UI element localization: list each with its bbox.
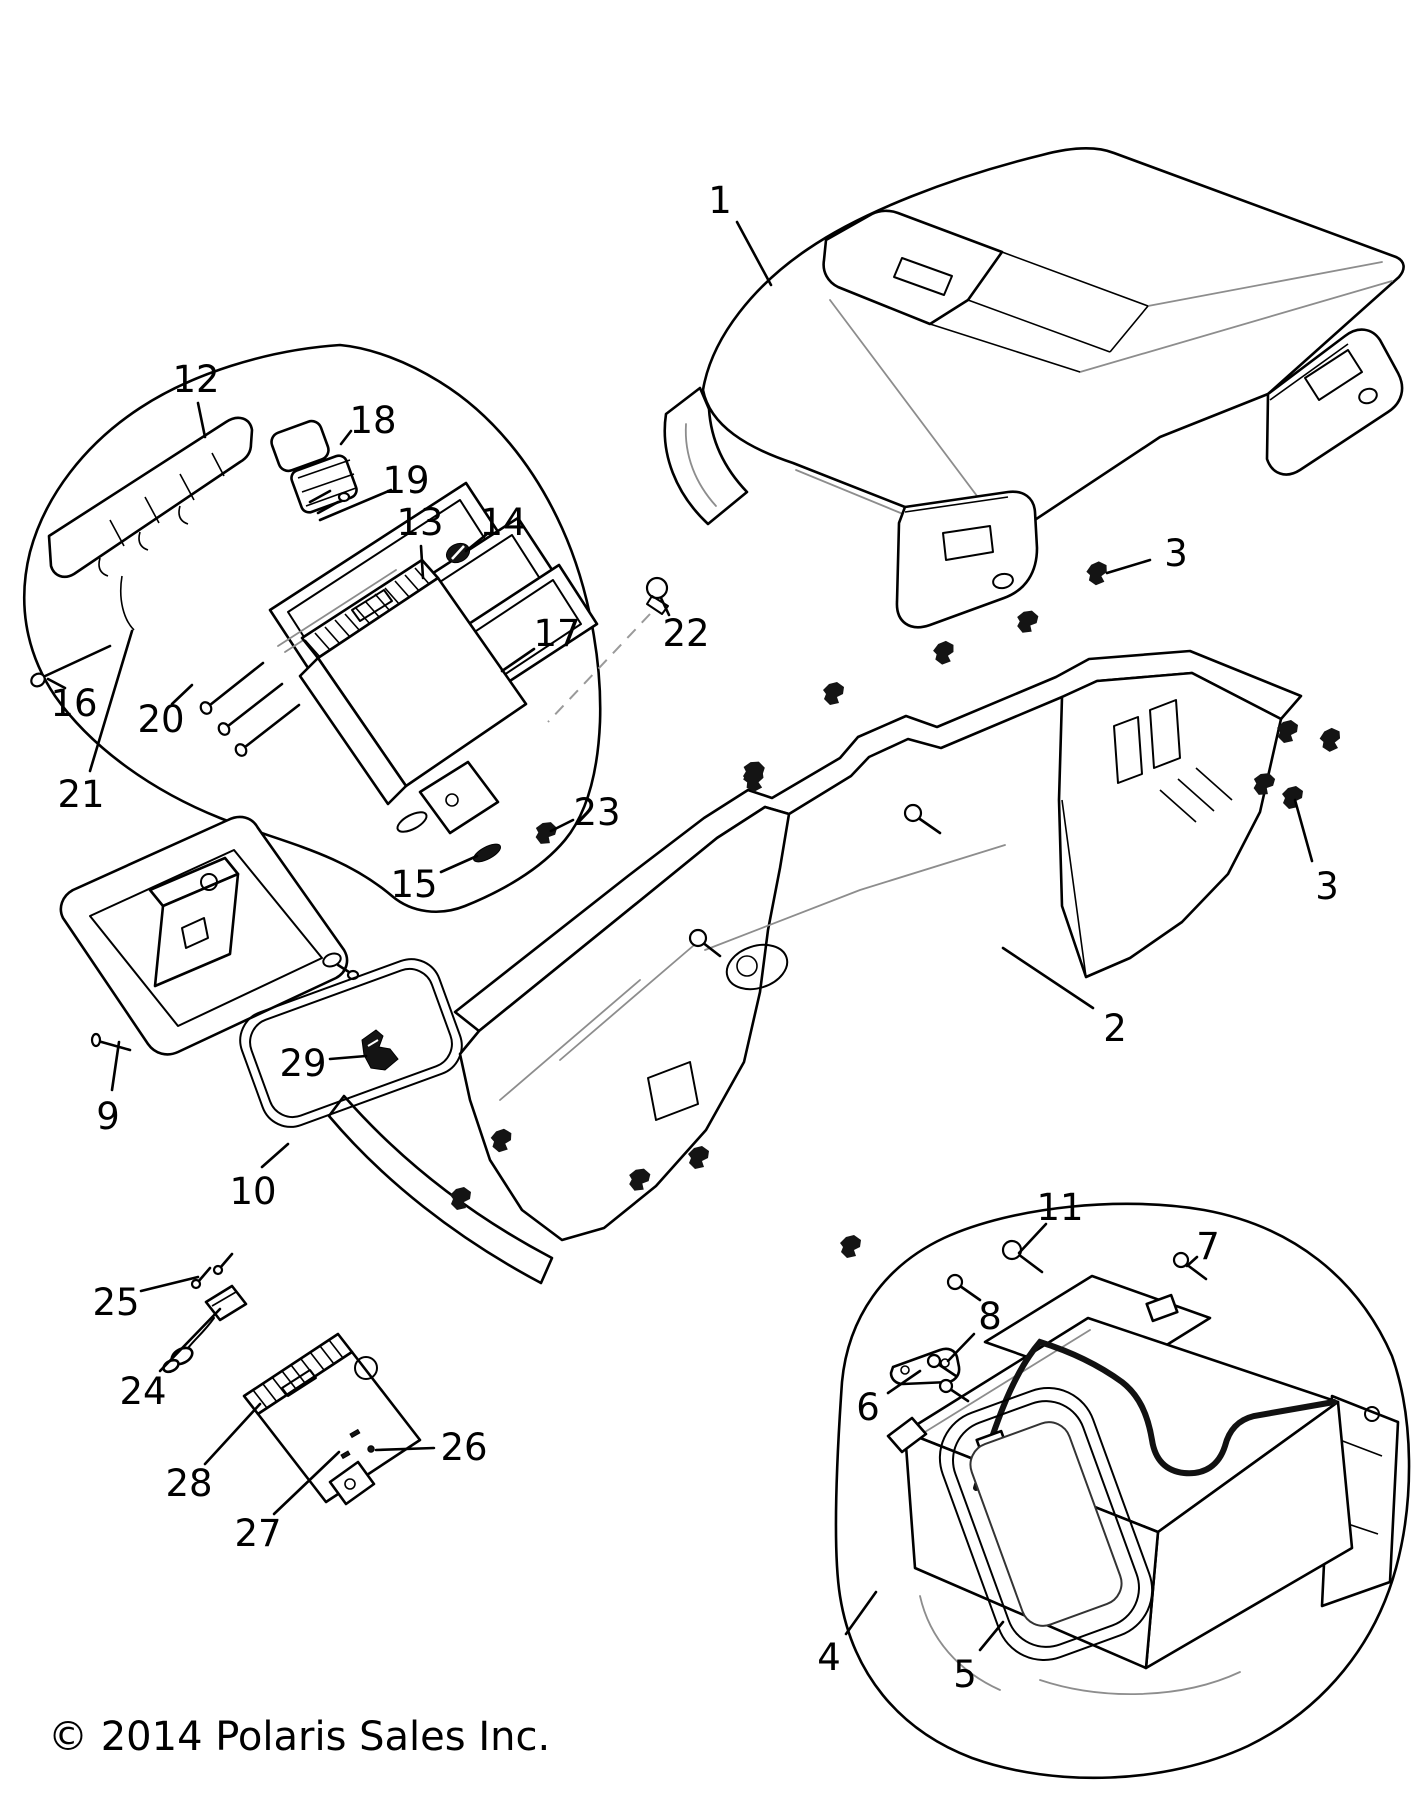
leader-lines	[46, 220, 1314, 1652]
hood-tab-left	[895, 490, 1039, 629]
bolt	[903, 803, 942, 835]
callout-1: 1	[708, 179, 732, 222]
hood-tab-right	[1265, 328, 1404, 476]
bracket-6	[889, 1347, 961, 1386]
screw-16	[30, 644, 112, 688]
callout-12: 12	[172, 358, 219, 401]
callout-26: 26	[440, 1426, 487, 1469]
callout-2: 2	[1103, 1007, 1127, 1050]
glovebox-seal-10	[239, 958, 463, 1128]
washer-15	[472, 843, 502, 863]
bolt	[688, 928, 722, 958]
storage-box-4	[886, 1274, 1400, 1696]
callout-10: 10	[229, 1170, 276, 1213]
callout-24: 24	[119, 1370, 166, 1413]
harness-24	[162, 1284, 248, 1374]
copyright-text: © 2014 Polaris Sales Inc.	[48, 1714, 550, 1760]
lid-seal-channel	[973, 1338, 1337, 1491]
hood-panel	[663, 147, 1405, 629]
sensor-cap-18	[270, 419, 358, 515]
screws-26-27	[340, 1428, 375, 1460]
gauge-pod	[725, 943, 789, 991]
screw-11	[946, 1239, 1044, 1302]
callout-20: 20	[137, 698, 184, 741]
callout-21: 21	[57, 773, 104, 816]
detail-balloon-12	[22, 343, 602, 913]
control-module-28	[242, 1332, 422, 1506]
dash-right-body	[1057, 671, 1283, 979]
callout-3b: 3	[1315, 865, 1339, 908]
console-trim-strip	[327, 1094, 554, 1285]
callout-18: 18	[349, 399, 396, 442]
callout-23: 23	[573, 791, 620, 834]
mounting-pins-20	[199, 661, 301, 757]
callout-6: 6	[856, 1386, 880, 1429]
callout-5: 5	[953, 1653, 977, 1696]
callout-11: 11	[1036, 1186, 1083, 1229]
callout-22: 22	[662, 612, 709, 655]
glovebox-door-9	[59, 815, 360, 1056]
callout-13: 13	[396, 501, 443, 544]
dash-steering-cowl	[458, 805, 791, 1242]
callout-17: 17	[533, 612, 580, 655]
callout-4: 4	[817, 1636, 841, 1679]
dash-panel	[327, 649, 1303, 1285]
dash-bolts	[688, 803, 942, 958]
vent-bracket-21	[47, 416, 254, 631]
callout-14: 14	[479, 501, 526, 544]
latch-clip-29	[361, 1029, 399, 1071]
clip-23	[533, 820, 558, 846]
callout-27: 27	[234, 1512, 281, 1555]
hood-scoop	[822, 209, 1149, 373]
screw-7	[1172, 1251, 1208, 1281]
callout-7: 7	[1196, 1225, 1220, 1268]
callout-labels: 1 2 3 3 4 5 6 7 8 9 10 11 12 13 14 15 16…	[50, 179, 1338, 1696]
screws-25	[190, 1252, 234, 1290]
callout-16: 16	[50, 682, 97, 725]
hood-left-flare	[663, 386, 749, 526]
bolts-8	[926, 1353, 970, 1403]
callout-8: 8	[978, 1295, 1002, 1338]
callout-9: 9	[96, 1095, 120, 1138]
callout-29: 29	[279, 1042, 326, 1085]
callout-15: 15	[390, 863, 437, 906]
display-module-17	[277, 558, 528, 835]
box-seal-5	[938, 1387, 1154, 1661]
callout-3a: 3	[1164, 532, 1188, 575]
callout-19: 19	[382, 459, 429, 502]
callout-28: 28	[165, 1462, 212, 1505]
detail-balloon-4	[834, 1202, 1411, 1780]
callout-25: 25	[92, 1281, 139, 1324]
